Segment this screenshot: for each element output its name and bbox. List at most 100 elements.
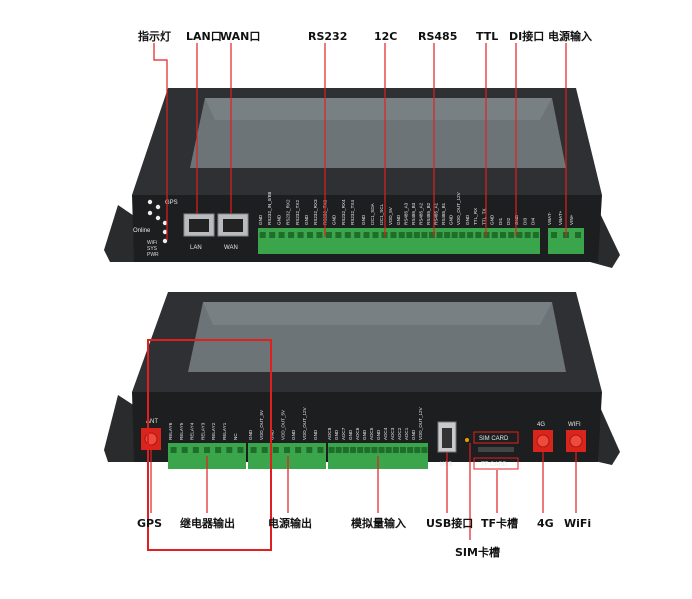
sim-card-slot-frame: [473, 431, 519, 444]
pin-label-analog-13: VDD_OUT_12V: [418, 406, 423, 440]
screw-relay-2: [192, 447, 199, 453]
pin-label-rs232-1: RS232_IN_0/B8: [267, 191, 272, 225]
led-sys-label: SYS: [147, 246, 158, 252]
screw-ttl-di-5: [508, 232, 515, 238]
pin-label-relay-1: RELAY5: [179, 422, 184, 440]
label-wifi: WiFi: [564, 517, 591, 530]
bottom-callout-labels: GPS 继电器输出 电源输出 模拟量输入 USB接口 TF卡槽 4G WiFi …: [137, 516, 591, 559]
ant-label: ANT: [146, 419, 158, 425]
screw-ttl-di-1: [475, 232, 482, 238]
pin-label-analog-2: ADC7: [341, 427, 346, 440]
antenna-4g-label: 4G: [537, 422, 545, 428]
led-online-label: Online: [133, 228, 151, 234]
lan-port-label: LAN: [190, 245, 202, 251]
label-wan: WAN口: [220, 30, 260, 43]
screw-i2c-1: [372, 232, 379, 238]
label-lan: LAN口: [186, 30, 222, 43]
usb-port-socket: [442, 428, 452, 448]
screw-power-0: [551, 232, 557, 238]
tf-card-slot-label: TF CARD: [481, 462, 508, 468]
label-rs485: RS485: [418, 30, 457, 43]
screw-rs485-0: [398, 232, 405, 238]
pin-label-rs485-3: RS485_A2: [419, 202, 424, 225]
screw-power-out-6: [317, 447, 324, 453]
usb-port-label: USB: [440, 462, 452, 468]
relay-highlight-box: [147, 339, 272, 551]
pin-label-rs485-2: RS485_B3: [411, 202, 416, 225]
gps-antenna-jack: [144, 432, 158, 446]
pin-label-ttl-di-6: GND: [514, 214, 519, 225]
pin-label-i2c-1: I2C1_SDA: [370, 202, 375, 225]
top-led-panel: GPS Online WiFi SYS PWR: [133, 199, 178, 258]
screw-relay-1: [181, 447, 188, 453]
pin-label-power-0: VBAT-: [547, 212, 552, 225]
pin-label-rs232-10: RS232_TX4: [350, 200, 355, 225]
screw-rs485-1: [406, 232, 413, 238]
top-terminals: [258, 228, 584, 254]
led-pwr: [162, 238, 168, 244]
screw-analog-12: [414, 447, 421, 453]
pin-label-rs232-2: GND: [276, 214, 281, 225]
pin-label-analog-6: ADC5: [369, 427, 374, 440]
pin-label-relay-2: RELAY4: [190, 422, 195, 440]
pin-label-ttl-di-4: DI1: [498, 217, 503, 225]
screw-analog-9: [392, 447, 399, 453]
pin-label-analog-10: ADC2: [397, 427, 402, 440]
pin-label-ttl-di-0: GND: [465, 214, 470, 225]
led-1: [155, 204, 161, 210]
led-gps: [147, 199, 153, 205]
led-pwr-label: PWR: [147, 252, 159, 258]
indicator-dot: [465, 438, 469, 442]
callout-lines: [150, 43, 577, 540]
screw-i2c-3: [390, 232, 397, 238]
pin-label-rs485-1: RS485_A3: [404, 202, 409, 225]
screw-power-out-1: [261, 447, 268, 453]
screw-relay-5: [226, 447, 233, 453]
label-rs232: RS232: [308, 30, 347, 43]
screw-ttl-di-0: [467, 232, 474, 238]
pin-label-ttl-di-3: GND: [490, 214, 495, 225]
screw-rs232-2: [278, 232, 285, 238]
pin-label-rs232-9: RS232_RX4: [341, 199, 346, 225]
bottom-terminal-screws: [170, 447, 428, 453]
pin-label-relay-5: RELAY1: [222, 422, 227, 440]
screw-ttl-di-8: [532, 232, 539, 238]
led-2: [155, 215, 161, 221]
wan-port-socket: [223, 219, 243, 232]
pin-label-rs232-4: RS232_TX2: [295, 200, 300, 225]
pin-label-relay-3: RELAY3: [200, 422, 205, 440]
label-ttl: TTL: [476, 30, 498, 43]
screw-rs485-3: [421, 232, 428, 238]
pin-label-rs232-5: GND: [304, 214, 309, 225]
pin-label-ttl-di-7: DI3: [522, 217, 527, 225]
screw-rs232-4: [297, 232, 304, 238]
pin-label-rs485-4: RS485_B2: [426, 202, 431, 225]
screw-analog-5: [364, 447, 371, 453]
screw-rs232-9: [344, 232, 351, 238]
pin-label-i2c-3: VDD_5V: [388, 206, 393, 225]
screw-power-out-4: [295, 447, 302, 453]
antenna-wifi-jack: [569, 434, 583, 448]
screw-rs232-8: [335, 232, 342, 238]
sim-card-slot-label: SIM CARD: [479, 436, 509, 442]
pin-label-power-2: VIN+: [569, 214, 574, 225]
led-wifi-label: WiFi: [147, 240, 157, 246]
led-wifi: [162, 220, 168, 226]
sim-card-slot: [478, 447, 514, 452]
pin-label-power-out-5: VDD_OUT_12V: [302, 406, 307, 440]
screw-ttl-di-4: [500, 232, 506, 238]
pin-label-i2c-2: I2C1_SCL: [379, 203, 384, 225]
screw-analog-3: [350, 447, 356, 453]
screw-rs485-2: [413, 232, 420, 238]
label-gps: GPS: [137, 517, 162, 530]
label-sim: SIM卡槽: [455, 545, 500, 559]
top-callout-labels: 指示灯 LAN口 WAN口 RS232 12C RS485 TTL DI接口 电…: [138, 29, 592, 43]
top-screen-glare: [205, 98, 552, 120]
pin-label-power-out-3: VDD_OUT_5V: [280, 409, 285, 440]
terminal-block-rs485: [398, 228, 466, 254]
pin-label-analog-3: GND: [348, 429, 353, 440]
wan-port-label: WAN: [224, 245, 238, 251]
screw-relay-4: [215, 447, 222, 453]
tf-card-slot-frame: [473, 457, 519, 470]
label-tf: TF卡槽: [481, 516, 518, 530]
